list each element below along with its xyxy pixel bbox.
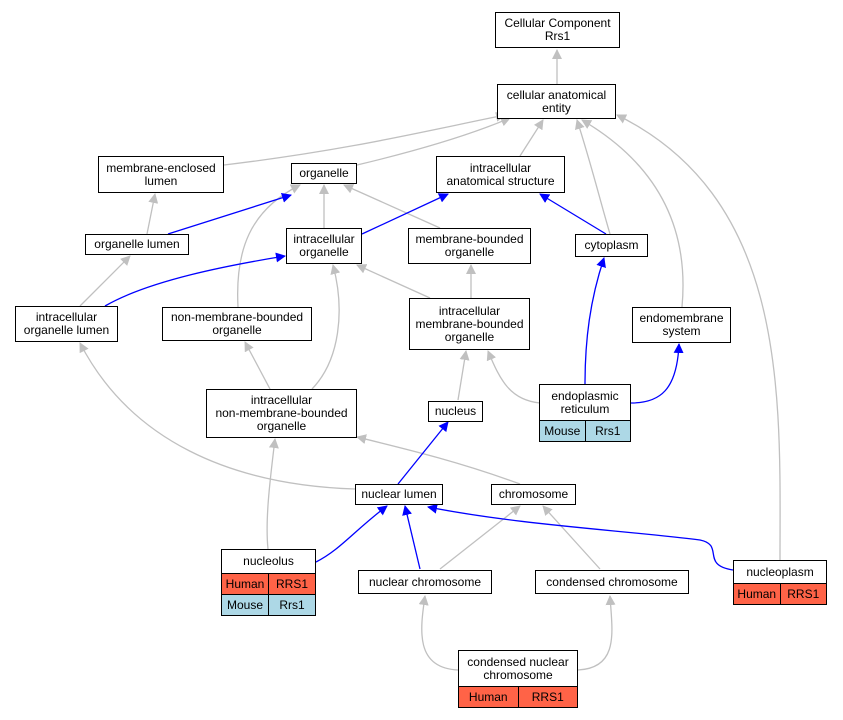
node-label: condensed nuclear chromosome — [467, 654, 569, 682]
edge-imbo-io — [356, 264, 431, 299]
node-nucleoplasm[interactable]: nucleoplasm Human RRS1 — [733, 560, 827, 605]
node-intracellular-membrane-bounded-organelle[interactable]: intracellular membrane-bounded organelle — [409, 298, 530, 350]
node-organelle[interactable]: organelle — [291, 163, 357, 184]
node-label: intracellular organelle — [293, 232, 355, 259]
node-label: intracellular non-membrane-bounded organ… — [215, 393, 348, 433]
node-label: endoplasmic reticulum — [551, 388, 619, 416]
node-endomembrane-system[interactable]: endomembrane system — [632, 307, 731, 343]
edge-np-nl — [427, 503, 734, 571]
node-condensed-nuclear-chromosome[interactable]: condensed nuclear chromosome Human RRS1 — [458, 650, 578, 708]
node-intracellular-anatomical-structure[interactable]: intracellular anatomical structure — [436, 156, 565, 193]
edge-inmbo-nmbo — [244, 341, 271, 390]
node-endoplasmic-reticulum[interactable]: endoplasmic reticulum Mouse Rrs1 — [539, 384, 631, 442]
edge-cnc-nchr — [418, 595, 459, 671]
edge-chr-inmbo — [356, 434, 521, 485]
node-membrane-enclosed-lumen[interactable]: membrane-enclosed lumen — [98, 156, 224, 193]
edge-orgl-org — [167, 192, 292, 235]
gene-cell: Rrs1 — [268, 595, 315, 615]
node-label: organelle — [299, 166, 349, 180]
edge-org-cae — [356, 116, 511, 166]
node-nucleolus[interactable]: nucleolus Human RRS1 Mouse Rrs1 — [221, 549, 316, 616]
node-label: nucleolus — [243, 554, 294, 568]
edge-mbo-org — [343, 184, 441, 229]
edge-nl-nuc — [397, 421, 449, 485]
edge-nlo-inmbo — [266, 438, 279, 550]
edge-mel-cae — [223, 111, 506, 166]
species-cell: Mouse — [540, 421, 585, 441]
edge-iol-orgl — [79, 255, 131, 307]
edge-ems-cae — [581, 119, 684, 308]
edge-cnc-cchr — [577, 595, 616, 671]
node-label: cellular anatomical entity — [506, 87, 607, 115]
edge-inmbo-io — [311, 264, 341, 390]
node-nuclear-lumen[interactable]: nuclear lumen — [355, 484, 443, 505]
edge-er-cyt — [584, 257, 606, 385]
node-label: cytoplasm — [584, 238, 639, 252]
node-label: Cellular Component Rrs1 — [504, 16, 611, 43]
node-label: intracellular membrane-bounded organelle — [415, 303, 524, 344]
node-non-membrane-bounded-organelle[interactable]: non-membrane-bounded organelle — [162, 307, 312, 341]
node-cellular-anatomical-entity[interactable]: cellular anatomical entity — [497, 84, 616, 119]
node-label: nucleoplasm — [746, 564, 814, 579]
species-cell: Mouse — [222, 595, 268, 615]
edge-np-cae — [616, 114, 781, 561]
node-label: intracellular anatomical structure — [446, 160, 555, 188]
node-label: organelle lumen — [94, 237, 180, 251]
edge-er-imbo — [486, 350, 541, 404]
node-label: condensed chromosome — [546, 574, 678, 589]
gene-cell: RRS1 — [268, 574, 315, 594]
annotation-row: Human RRS1 — [459, 686, 577, 707]
node-label: intracellular organelle lumen — [23, 310, 110, 337]
gene-cell: RRS1 — [517, 687, 577, 707]
gene-cell: RRS1 — [779, 584, 826, 604]
edge-cyt-ias — [539, 193, 607, 235]
node-condensed-chromosome[interactable]: condensed chromosome — [535, 570, 689, 594]
node-intracellular-organelle[interactable]: intracellular organelle — [286, 228, 362, 264]
node-cytoplasm[interactable]: cytoplasm — [575, 234, 648, 257]
node-organelle-lumen[interactable]: organelle lumen — [85, 234, 189, 255]
annotation-row: Mouse Rrs1 — [540, 420, 630, 441]
edge-nchr-nl — [402, 505, 421, 570]
edge-iol-io — [104, 252, 286, 307]
node-nuclear-chromosome[interactable]: nuclear chromosome — [358, 570, 492, 594]
edge-nl-iol — [79, 342, 356, 490]
species-cell: Human — [222, 574, 268, 594]
node-label: membrane-enclosed lumen — [106, 160, 216, 188]
node-label: non-membrane-bounded organelle — [170, 310, 304, 337]
annotation-row: Human RRS1 — [734, 583, 826, 604]
node-label: nuclear chromosome — [368, 574, 482, 589]
node-nucleus[interactable]: nucleus — [428, 401, 483, 422]
node-label: nucleus — [434, 404, 477, 418]
node-label: chromosome — [498, 487, 569, 501]
edge-cchr-chr — [542, 505, 601, 570]
node-label: membrane-bounded organelle — [415, 232, 524, 259]
node-label: endomembrane system — [639, 311, 724, 338]
edge-er-ems — [630, 343, 684, 404]
node-chromosome[interactable]: chromosome — [491, 484, 576, 505]
edge-cyt-cae — [575, 119, 611, 235]
edge-nuc-imbo — [457, 350, 470, 401]
edge-nlo-nl — [315, 505, 388, 563]
annotation-row: Mouse Rrs1 — [222, 594, 315, 615]
node-intracellular-organelle-lumen[interactable]: intracellular organelle lumen — [15, 306, 118, 342]
node-intracellular-non-membrane-bounded-organelle[interactable]: intracellular non-membrane-bounded organ… — [206, 389, 357, 438]
node-membrane-bounded-organelle[interactable]: membrane-bounded organelle — [408, 228, 531, 264]
node-label: nuclear lumen — [361, 487, 437, 501]
species-cell: Human — [734, 584, 780, 604]
species-cell: Human — [459, 687, 518, 707]
edge-orgl-mel — [146, 193, 159, 235]
annotation-row: Human RRS1 — [222, 573, 315, 594]
edge-nchr-chr — [439, 505, 521, 570]
node-cellular-component[interactable]: Cellular Component Rrs1 — [495, 12, 620, 48]
edge-io-ias — [361, 193, 449, 235]
edge-ias-cae — [519, 119, 544, 157]
gene-cell: Rrs1 — [584, 421, 630, 441]
